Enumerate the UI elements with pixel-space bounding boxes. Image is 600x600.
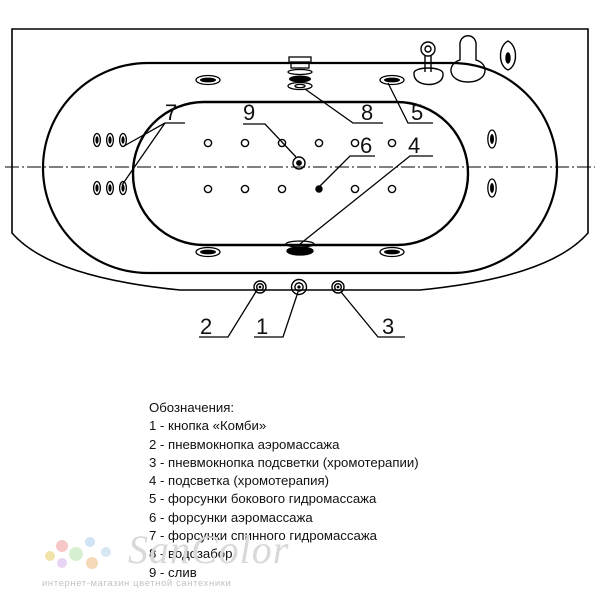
- leader-4: [299, 155, 433, 245]
- legend-item-3: 3 - пневмокнопка подсветки (хромотерапии…: [149, 454, 419, 470]
- callout-8: 8: [361, 100, 373, 125]
- legend-item-5: 5 - форсунки бокового гидромассажа: [149, 491, 377, 507]
- aero-jet-3: [277, 138, 287, 148]
- back-jet-6: [118, 180, 128, 196]
- leader-6: [319, 155, 375, 187]
- leader-lines: [121, 82, 433, 338]
- handle-icon: [450, 35, 486, 83]
- leader-7b: [123, 122, 166, 147]
- side-jet-2: [379, 74, 405, 86]
- side-jet-4: [379, 246, 405, 258]
- watermark-tagline: интернет-магазин цветной сантехники: [42, 578, 232, 589]
- watermark: SanColor интернет-магазин цветной сантех…: [42, 526, 302, 596]
- callout-9: 9: [243, 100, 255, 125]
- callout-labels: 7 9 8 5 6 4 2 1 3: [165, 100, 423, 339]
- pneumo-button-aero: [253, 280, 267, 294]
- leader-9: [243, 123, 297, 158]
- callout-7: 7: [165, 100, 177, 125]
- callout-6: 6: [360, 133, 372, 158]
- legend: Обозначения: 1 - кнопка «Комби» 2 - пнев…: [149, 399, 419, 582]
- drop-button-icon: [499, 40, 517, 71]
- water-intake: [287, 56, 313, 91]
- leader-7: [121, 122, 185, 186]
- leader-2: [199, 289, 258, 338]
- spout-icon: [413, 67, 444, 86]
- aero-jet-5: [350, 138, 360, 148]
- legend-item-1: 1 - кнопка «Комби»: [149, 418, 267, 434]
- legend-item-4: 4 - подсветка (хромотерапия): [149, 473, 330, 489]
- drain: [292, 156, 306, 170]
- leader-8: [304, 88, 383, 124]
- leader-1: [254, 291, 299, 338]
- back-jet-4: [92, 180, 102, 196]
- aero-jet-10: [315, 185, 323, 193]
- callout-3: 3: [382, 314, 394, 339]
- callout-5: 5: [411, 100, 423, 125]
- callout-1: 1: [256, 314, 268, 339]
- aero-jet-8: [240, 184, 250, 194]
- back-jet-3: [118, 132, 128, 148]
- legend-item-9: 9 - слив: [149, 564, 197, 580]
- callout-4: 4: [408, 133, 420, 158]
- combi-button: [290, 278, 308, 296]
- side-jet-3: [195, 246, 221, 258]
- back-jet-5: [105, 180, 115, 196]
- underwater-light: [285, 240, 315, 256]
- legend-title: Обозначения:: [149, 400, 235, 415]
- legend-item-2: 2 - пневмокнопка аэромассажа: [149, 436, 340, 452]
- legend-item-8: 8 - водозабор: [149, 546, 233, 562]
- leader-3: [340, 291, 405, 338]
- legend-item-7: 7 - форсунки спинного гидромассажа: [149, 528, 377, 544]
- pneumo-button-light: [331, 280, 345, 294]
- aero-jet-6: [387, 138, 397, 148]
- aero-jet-7: [203, 184, 213, 194]
- callout-2: 2: [200, 314, 212, 339]
- aero-jet-4: [314, 138, 324, 148]
- legend-item-6: 6 - форсунки аэромассажа: [149, 509, 313, 525]
- aero-jet-12: [387, 184, 397, 194]
- right-jet-2: [487, 178, 497, 198]
- tub-basin: [131, 100, 470, 247]
- mixer-fixtures: [413, 35, 517, 86]
- aero-jet-1: [203, 138, 213, 148]
- watermark-dots-icon: [45, 537, 111, 569]
- tub-outer-contour: [11, 28, 589, 291]
- watermark-brand: SanColor: [128, 527, 290, 572]
- back-jet-2: [105, 132, 115, 148]
- faucet-base-icon: [420, 41, 436, 57]
- side-jet-1: [195, 74, 221, 86]
- aero-jet-9: [277, 184, 287, 194]
- leader-5: [387, 82, 433, 124]
- aero-jet-2: [240, 138, 250, 148]
- aero-jet-11: [350, 184, 360, 194]
- back-jet-1: [92, 132, 102, 148]
- right-jet-1: [487, 129, 497, 149]
